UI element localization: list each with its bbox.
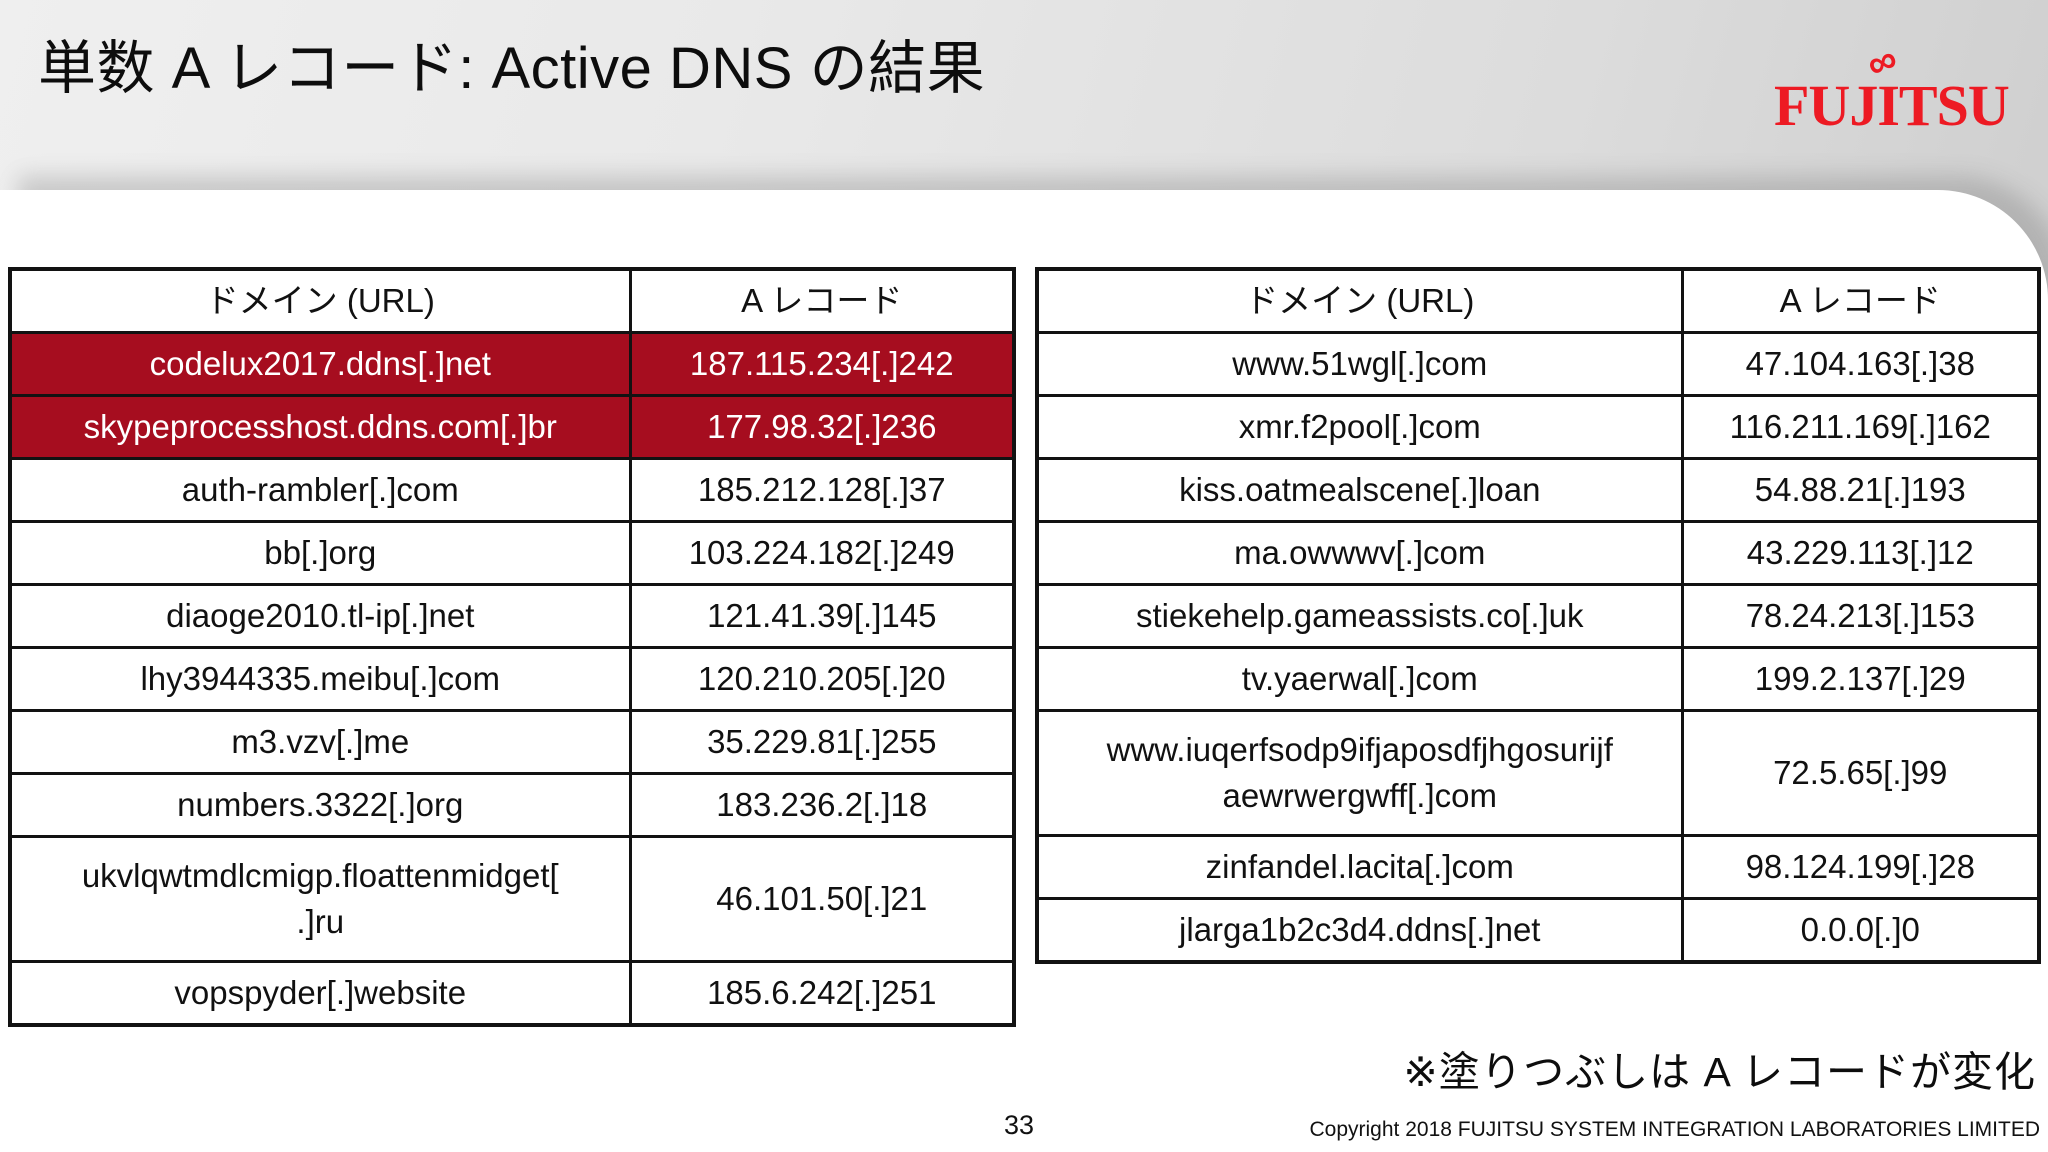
a-record-cell: 183.236.2[.]18 (628, 772, 1016, 838)
domain-cell: kiss.oatmealscene[.]loan (1035, 457, 1684, 523)
a-record-cell: 116.211.169[.]162 (1680, 394, 2041, 460)
a-record-column-header: A レコード (1680, 267, 2041, 334)
domain-cell: bb[.]org (8, 520, 632, 586)
page-title: 単数 A レコード: Active DNS の結果 (38, 36, 986, 101)
domain-cell: www.iuqerfsodp9ifjaposdfjhgosurijf aewrw… (1035, 709, 1684, 837)
domain-cell: auth-rambler[.]com (8, 457, 632, 523)
a-record-cell: 120.210.205[.]20 (628, 646, 1016, 712)
domain-cell: stiekehelp.gameassists.co[.]uk (1035, 583, 1684, 649)
domain-cell: ma.owwwv[.]com (1035, 520, 1684, 586)
a-record-cell: 98.124.199[.]28 (1680, 834, 2041, 900)
domain-cell: numbers.3322[.]org (8, 772, 632, 838)
a-record-cell: 185.212.128[.]37 (628, 457, 1016, 523)
dns-table-left: ドメイン (URL) A レコード codelux2017.ddns[.]net… (8, 267, 1016, 1027)
a-record-cell: 47.104.163[.]38 (1680, 331, 2041, 397)
a-record-cell: 46.101.50[.]21 (628, 835, 1016, 963)
fujitsu-logo-text: FUJITSU (1774, 73, 2010, 138)
domain-cell: diaoge2010.tl-ip[.]net (8, 583, 632, 649)
a-record-cell: 187.115.234[.]242 (628, 331, 1016, 397)
domain-cell: codelux2017.ddns[.]net (8, 331, 632, 397)
domain-cell: m3.vzv[.]me (8, 709, 632, 775)
a-record-cell: 54.88.21[.]193 (1680, 457, 2041, 523)
a-record-cell: 103.224.182[.]249 (628, 520, 1016, 586)
domain-cell: xmr.f2pool[.]com (1035, 394, 1684, 460)
copyright-text: Copyright 2018 FUJITSU SYSTEM INTEGRATIO… (1309, 1118, 2041, 1141)
a-record-cell: 121.41.39[.]145 (628, 583, 1016, 649)
domain-column-header: ドメイン (URL) (1035, 267, 1684, 334)
fujitsu-logo: ∞ FUJITSU (1774, 36, 2010, 146)
a-record-cell: 78.24.213[.]153 (1680, 583, 2041, 649)
page-number: 33 (1004, 1110, 1035, 1140)
domain-cell: vopspyder[.]website (8, 960, 632, 1027)
domain-cell: jlarga1b2c3d4.ddns[.]net (1035, 897, 1684, 964)
domain-cell: tv.yaerwal[.]com (1035, 646, 1684, 712)
a-record-cell: 35.229.81[.]255 (628, 709, 1016, 775)
table-header-row: ドメイン (URL) A レコード (8, 267, 1016, 334)
table-row: www.iuqerfsodp9ifjaposdfjhgosurijf aewrw… (1035, 709, 2041, 837)
domain-cell: ukvlqwtmdlcmigp.floattenmidget[ .]ru (8, 835, 632, 963)
domain-cell: skypeprocesshost.ddns.com[.]br (8, 394, 632, 460)
a-record-cell: 0.0.0[.]0 (1680, 897, 2041, 964)
table-header-row: ドメイン (URL) A レコード (1035, 267, 2041, 334)
a-record-cell: 199.2.137[.]29 (1680, 646, 2041, 712)
a-record-cell: 43.229.113[.]12 (1680, 520, 2041, 586)
domain-cell: lhy3944335.meibu[.]com (8, 646, 632, 712)
domain-column-header: ドメイン (URL) (8, 267, 632, 334)
domain-cell: www.51wgl[.]com (1035, 331, 1684, 397)
domain-cell: zinfandel.lacita[.]com (1035, 834, 1684, 900)
a-record-column-header: A レコード (628, 267, 1016, 334)
highlight-legend-note: ※塗りつぶしは A レコードが変化 (1403, 1049, 2036, 1095)
a-record-cell: 177.98.32[.]236 (628, 394, 1016, 460)
a-record-cell: 72.5.65[.]99 (1680, 709, 2041, 837)
a-record-cell: 185.6.242[.]251 (628, 960, 1016, 1027)
